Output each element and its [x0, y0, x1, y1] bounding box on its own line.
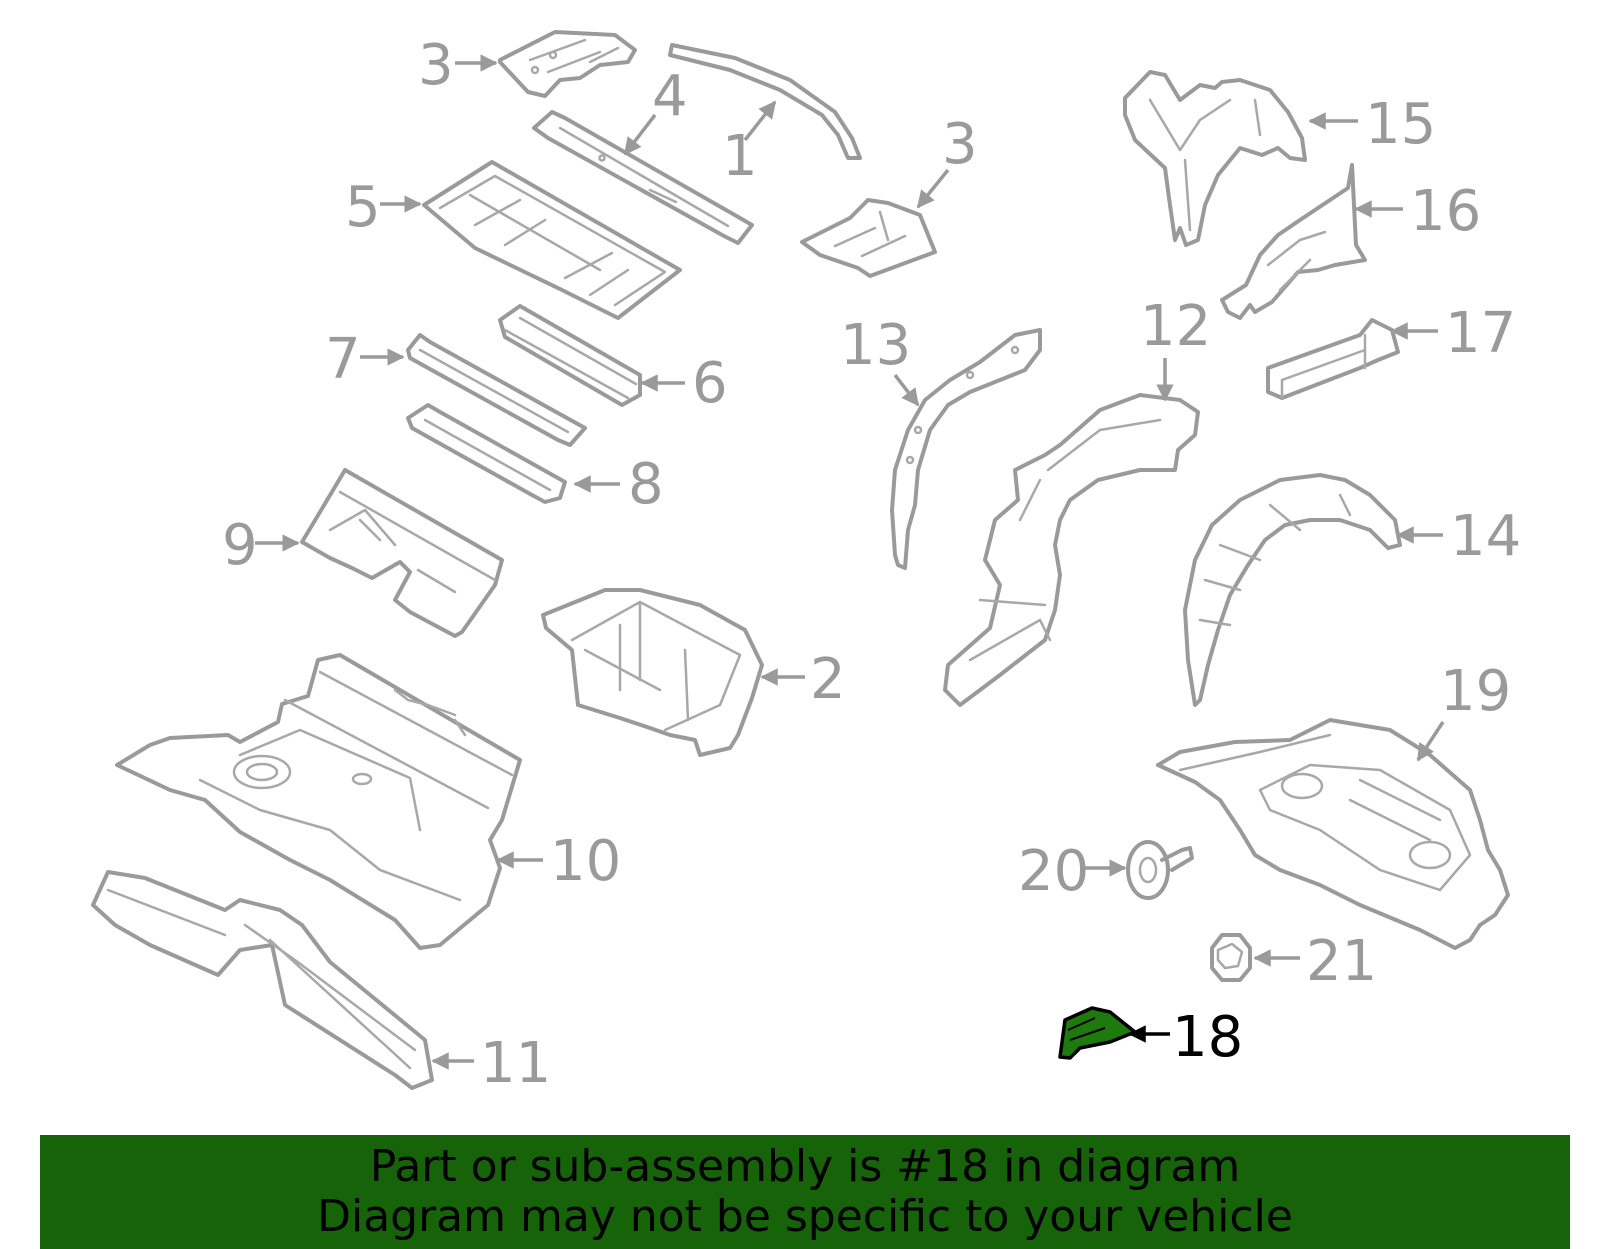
svg-text:3: 3: [418, 33, 454, 98]
svg-text:4: 4: [652, 64, 688, 129]
svg-text:6: 6: [692, 351, 728, 416]
svg-text:9: 9: [222, 513, 258, 578]
callout-1: 1: [722, 100, 777, 189]
part-17-box-member[interactable]: [1266, 318, 1400, 400]
svg-text:11: 11: [480, 1031, 551, 1096]
callout-14: 14: [1396, 504, 1521, 569]
part-13-inner-wheelhouse[interactable]: [890, 328, 1042, 570]
info-banner: Part or sub-assembly is #18 in diagram D…: [40, 1135, 1570, 1249]
callout-17: 17: [1390, 301, 1516, 366]
part-2-tub[interactable]: [541, 588, 764, 757]
callout-19: 19: [1416, 659, 1511, 762]
callout-12: 12: [1140, 294, 1211, 402]
callout-6: 6: [640, 351, 728, 416]
part-19-quarter-panel[interactable]: [1156, 718, 1510, 950]
svg-text:13: 13: [840, 313, 911, 378]
callout-11: 11: [431, 1031, 551, 1096]
svg-text:7: 7: [325, 327, 361, 392]
svg-text:2: 2: [810, 647, 846, 712]
svg-text:19: 19: [1440, 659, 1511, 724]
part-12-wheelhouse[interactable]: [943, 393, 1200, 707]
svg-text:15: 15: [1365, 92, 1436, 157]
svg-text:8: 8: [628, 452, 664, 517]
part-21-nut[interactable]: [1210, 933, 1252, 982]
svg-text:14: 14: [1450, 504, 1521, 569]
part-4-rail[interactable]: [532, 110, 754, 245]
svg-text:20: 20: [1018, 839, 1089, 904]
part-11-member[interactable]: [91, 870, 434, 1090]
part-14-wheel-liner[interactable]: [1183, 473, 1402, 707]
callout-9: 9: [222, 513, 300, 578]
callout-18: 18: [1128, 1005, 1243, 1070]
part-3-upper-bracket[interactable]: [498, 30, 637, 98]
callout-20: 20: [1018, 839, 1127, 904]
callout-10: 10: [496, 829, 621, 894]
part-10-floor-pan[interactable]: [115, 653, 522, 950]
part-7-bar[interactable]: [406, 333, 587, 447]
svg-text:18: 18: [1172, 1005, 1243, 1070]
part-5-tray[interactable]: [422, 160, 682, 320]
callout-3-right: 3: [916, 112, 978, 209]
svg-text:5: 5: [345, 175, 381, 240]
part-16-bracket[interactable]: [1220, 163, 1367, 320]
part-15-bracket[interactable]: [1123, 70, 1307, 247]
callout-5: 5: [345, 175, 422, 240]
part-20-push-pin[interactable]: [1126, 840, 1194, 900]
part-8-bar[interactable]: [406, 403, 567, 504]
callout-4: 4: [623, 64, 688, 156]
callout-7: 7: [325, 327, 405, 392]
svg-text:12: 12: [1140, 294, 1211, 359]
part-3-right-bracket[interactable]: [800, 198, 937, 278]
svg-text:21: 21: [1306, 929, 1377, 994]
banner-line-disclaimer: Diagram may not be specific to your vehi…: [317, 1191, 1293, 1242]
part-6-channel[interactable]: [498, 304, 642, 407]
part-18-highlighted[interactable]: [1058, 1006, 1137, 1060]
svg-text:17: 17: [1445, 301, 1516, 366]
callout-8: 8: [573, 452, 664, 517]
callout-2: 2: [760, 647, 846, 712]
callout-15: 15: [1308, 92, 1436, 157]
callout-16: 16: [1354, 179, 1481, 244]
svg-text:16: 16: [1410, 179, 1481, 244]
callout-21: 21: [1253, 929, 1377, 994]
callout-13: 13: [840, 313, 920, 407]
svg-text:1: 1: [722, 124, 758, 189]
part-1-strip[interactable]: [668, 43, 862, 160]
svg-text:3: 3: [942, 112, 978, 177]
callout-3-upper: 3: [418, 33, 498, 98]
svg-text:10: 10: [550, 829, 621, 894]
part-9-panel[interactable]: [300, 468, 504, 638]
banner-line-part-ref: Part or sub-assembly is #18 in diagram: [369, 1141, 1241, 1192]
